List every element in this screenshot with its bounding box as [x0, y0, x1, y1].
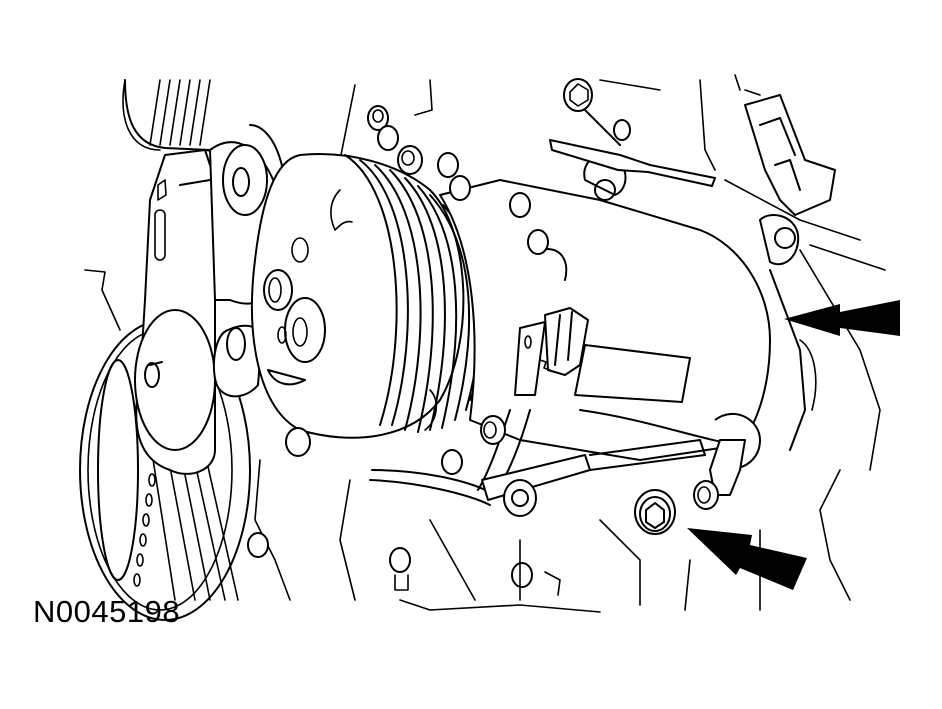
bolt-icon: [509, 192, 531, 218]
bolt-icon: [437, 152, 459, 178]
bolt-icon: [285, 427, 311, 457]
bolt-icon: [449, 175, 471, 201]
figure-id-label: N0045198: [33, 594, 181, 629]
bolt-icon: [563, 78, 593, 112]
bolt-icon: [480, 415, 506, 445]
bolt-icon: [503, 479, 537, 517]
electrical-connector-top: [744, 89, 836, 216]
upper-bracket-rod: [549, 109, 716, 187]
callout-arrow-upper: [784, 300, 900, 336]
compressor-bracket-boss: [212, 144, 268, 398]
bolt-icon: [693, 480, 719, 510]
bolt-icon: [247, 532, 269, 558]
bolt-icon: [511, 562, 561, 596]
bolt-icon: [527, 229, 549, 255]
bolt-icon: [367, 105, 389, 131]
upper-idler-pulley: [124, 79, 211, 151]
damper-timing-holes: [133, 473, 156, 587]
compressor-body: [439, 154, 817, 461]
bolt-icon: [377, 125, 399, 151]
upper-mounting-bolts: [367, 78, 593, 255]
bolt-icon: [389, 547, 411, 591]
callout-arrow-lower: [687, 528, 807, 590]
target-bolt-icon: [634, 489, 676, 535]
compressor-label-plate: [574, 344, 691, 403]
lower-mounting-bolts: [247, 415, 719, 606]
bolt-icon: [441, 449, 463, 475]
compressor-connector: [514, 307, 589, 396]
bolt-icon: [397, 145, 423, 175]
belt-tensioner-arm: [134, 149, 251, 475]
compressor-clutch-pulley: [251, 153, 491, 439]
